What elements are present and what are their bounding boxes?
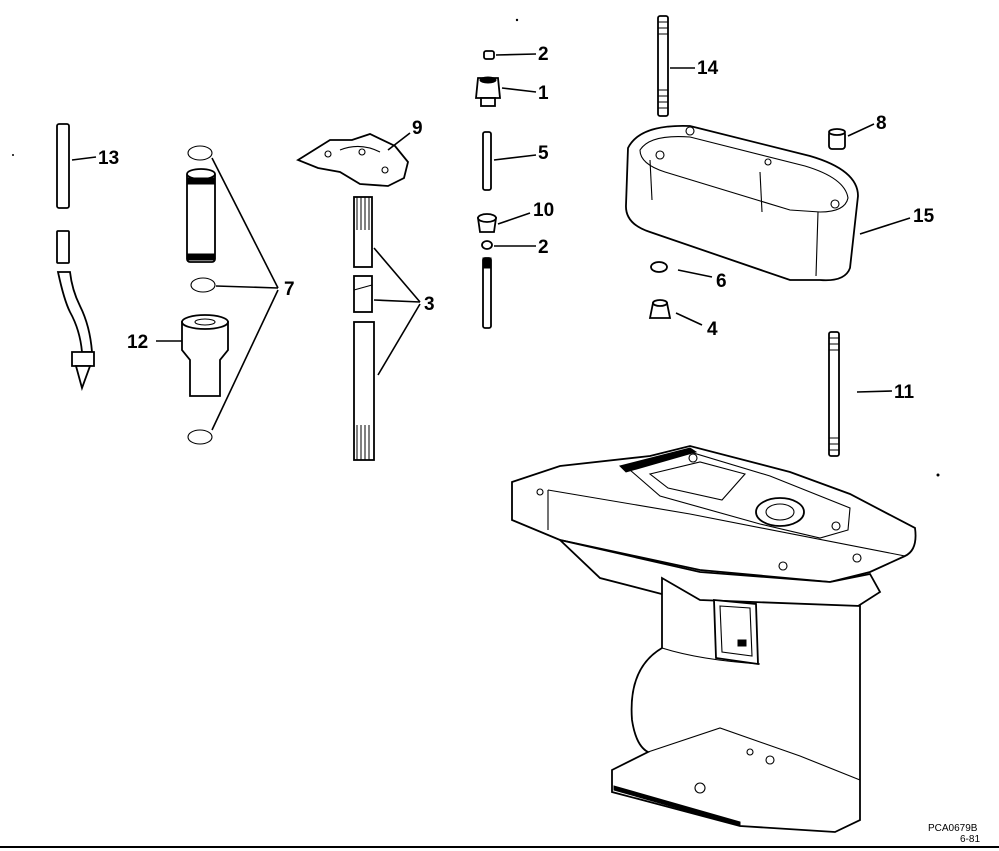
leader-7b: [215, 285, 279, 289]
leader-5: [493, 154, 537, 161]
part-12-bushing: [181, 314, 229, 397]
stray-mark-2: [936, 473, 940, 477]
label-part-14: 14: [697, 58, 719, 79]
leader-9: [387, 132, 411, 151]
part-7-sleeve: [186, 168, 216, 263]
leader-2a: [495, 53, 537, 56]
label-part-8: 8: [876, 113, 887, 134]
label-part-9: 9: [412, 118, 423, 139]
label-part-2-lower: 2: [538, 237, 549, 258]
leader-8: [847, 123, 875, 137]
label-part-4: 4: [707, 319, 718, 340]
label-part-13: 13: [98, 148, 119, 169]
leader-6: [677, 269, 713, 278]
part-2-nut-top: [483, 50, 495, 60]
part-5-pin: [482, 131, 492, 191]
part-13-water-tube: [56, 123, 95, 391]
leader-15: [859, 217, 911, 235]
label-part-2-top: 2: [538, 44, 549, 65]
part-8-small-bushing: [828, 128, 846, 150]
leader-7c: [211, 289, 279, 431]
label-part-12: 12: [127, 332, 148, 353]
part-14-stud: [657, 15, 669, 117]
part-7-o-rings: [187, 145, 216, 445]
stray-mark-1: [515, 18, 519, 22]
footer-date: 6-81: [960, 834, 980, 845]
leader-7a: [211, 157, 279, 289]
label-part-11: 11: [894, 382, 915, 403]
part-stud-lower: [482, 257, 492, 329]
label-part-15: 15: [913, 206, 935, 227]
part-9-gasket-plate: [296, 133, 409, 187]
leader-11: [856, 390, 893, 393]
label-part-6: 6: [716, 271, 727, 292]
footer-code: PCA0679B: [928, 823, 978, 834]
leader-1: [501, 87, 537, 93]
leader-3a: [373, 247, 421, 303]
label-part-3: 3: [424, 294, 435, 315]
part-11-stud: [828, 331, 840, 457]
part-3-drive-shaft: [353, 196, 375, 461]
leader-3c: [377, 303, 421, 376]
label-part-1: 1: [538, 83, 549, 104]
stray-mark-3: [12, 154, 14, 156]
leader-4: [675, 312, 703, 326]
leader-13: [71, 156, 97, 161]
part-6-washer: [650, 261, 668, 273]
leader-3b: [373, 299, 421, 303]
part-10-plug: [476, 213, 498, 233]
label-part-7: 7: [284, 279, 295, 300]
part-15-adapter-housing: [625, 124, 859, 282]
gearcase-housing: [511, 445, 917, 833]
label-part-10: 10: [533, 200, 554, 221]
label-part-5: 5: [538, 143, 549, 164]
part-1-cap-nut: [475, 76, 501, 107]
leader-10: [497, 212, 531, 225]
part-4-nut: [648, 299, 672, 319]
part-2-washer-lower: [481, 240, 493, 250]
